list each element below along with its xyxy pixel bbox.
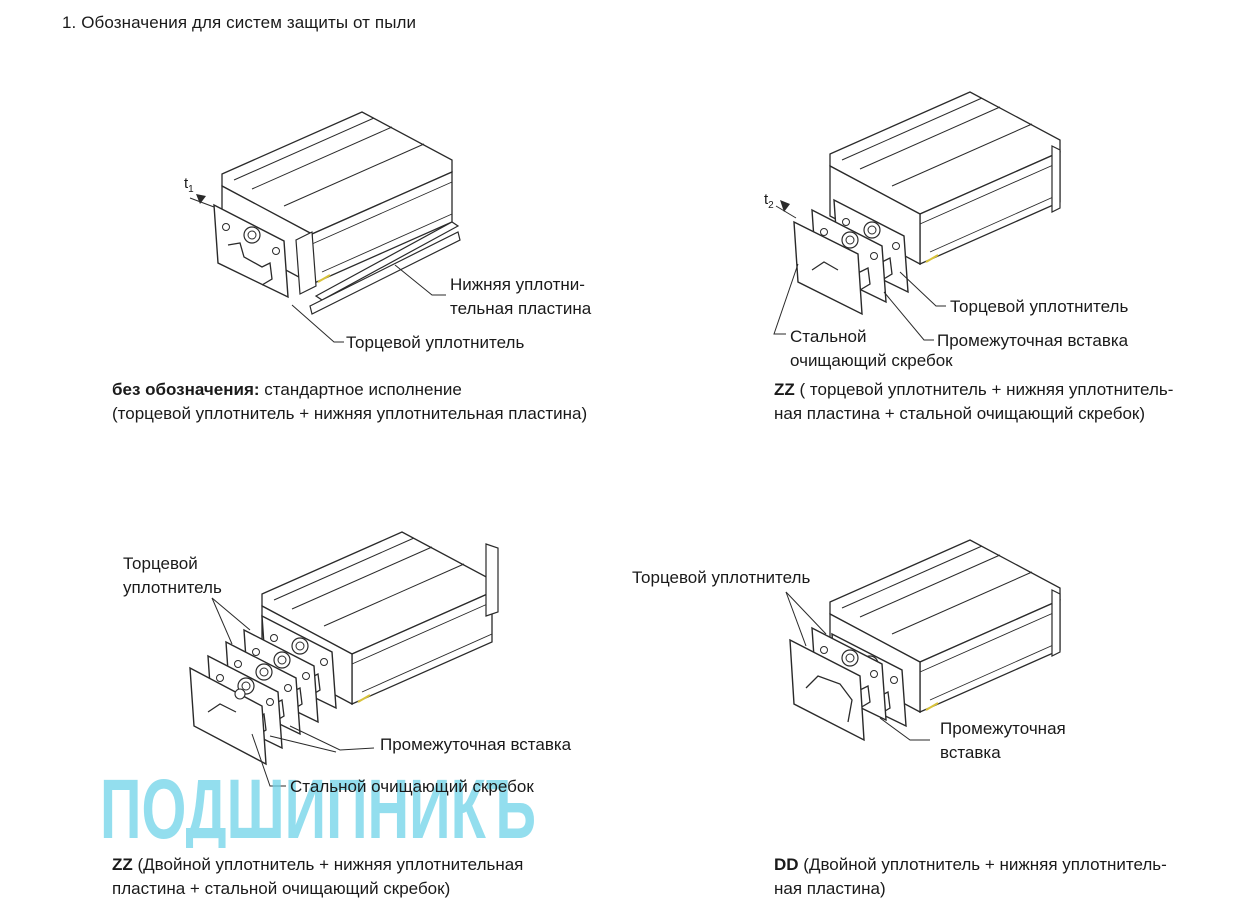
scraper-label-line1: Стальной bbox=[790, 327, 867, 346]
diagram-panel-4 bbox=[785, 539, 1061, 742]
t1-dimension-label: t1 bbox=[184, 175, 194, 195]
diagram-panel-2 bbox=[773, 91, 1061, 341]
end-seal-label-line2: уплотнитель bbox=[123, 578, 222, 597]
caption-zz-double-line2: пластина + стальной очищающий скребок) bbox=[112, 879, 451, 898]
caption-standard-code: без обозначения: bbox=[112, 380, 260, 399]
spacer-label: Промежуточная вставка bbox=[380, 735, 572, 754]
watermark-logo: ПОДШИПНИКЪ bbox=[100, 768, 536, 848]
spacer-label-line1: Промежуточная bbox=[940, 719, 1066, 738]
t2-dimension-label: t2 bbox=[764, 191, 774, 211]
caption-standard-line1: без обозначения: стандартное исполнение bbox=[112, 380, 462, 399]
caption-zz-code: ZZ bbox=[774, 380, 795, 399]
end-seal-label: Торцевой уплотнитель bbox=[632, 568, 811, 587]
watermark-text: ПОДШИПНИКЪ bbox=[100, 768, 536, 848]
scraper-label: Стальной очищающий скребок bbox=[290, 777, 534, 796]
caption-dd-line1: DD (Двойной уплотнитель + нижняя уплотни… bbox=[774, 855, 1167, 874]
caption-dd-line2: ная пластина) bbox=[774, 879, 886, 898]
diagram-panel-1 bbox=[189, 111, 461, 343]
caption-zz-line1: ZZ ( торцевой уплотнитель + нижняя уплот… bbox=[774, 380, 1174, 399]
bottom-seal-label-line1: Нижняя уплотни- bbox=[450, 275, 585, 294]
end-seal-label: Торцевой уплотнитель bbox=[346, 333, 525, 352]
spacer-label-line2: вставка bbox=[940, 743, 1001, 762]
end-seal-label: Торцевой уплотнитель bbox=[950, 297, 1129, 316]
caption-zz-double-code: ZZ bbox=[112, 855, 133, 874]
caption-dd-code: DD bbox=[774, 855, 799, 874]
caption-zz-line2: ная пластина + стальной очищающий скребо… bbox=[774, 404, 1146, 423]
diagram-panel-3 bbox=[189, 531, 499, 787]
end-seal-label-line1: Торцевой bbox=[123, 554, 198, 573]
caption-zz-double-line1: ZZ (Двойной уплотнитель + нижняя уплотни… bbox=[112, 855, 524, 874]
page-title: 1. Обозначения для систем защиты от пыли bbox=[62, 13, 417, 32]
scraper-label-line2: очищающий скребок bbox=[790, 351, 953, 370]
spacer-label: Промежуточная вставка bbox=[937, 331, 1129, 350]
caption-standard-line2: (торцевой уплотнитель + нижняя уплотните… bbox=[112, 404, 588, 423]
bottom-seal-label-line2: тельная пластина bbox=[450, 299, 592, 318]
